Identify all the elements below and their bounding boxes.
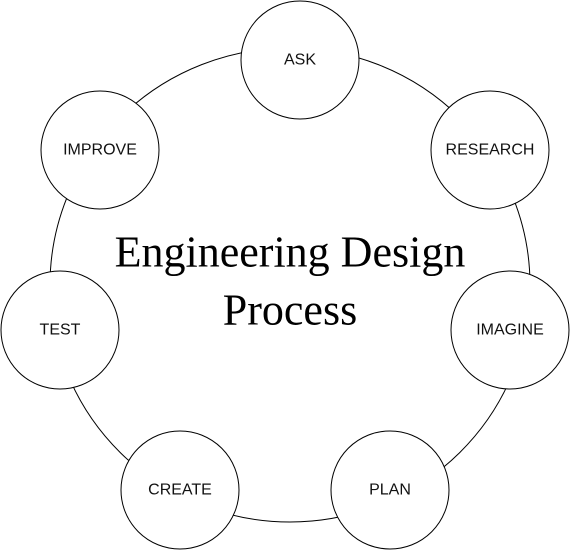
step-imagine-circle — [450, 270, 570, 390]
diagram-title-line-1: Engineering Design — [115, 228, 466, 277]
step-plan-label: PLAN — [369, 482, 411, 499]
step-test: TEST — [0, 270, 120, 390]
step-create-label: CREATE — [148, 482, 212, 499]
step-create-circle — [120, 430, 240, 550]
step-improve-label: IMPROVE — [63, 142, 137, 159]
step-research-label: RESEARCH — [446, 142, 535, 159]
step-test-label: TEST — [40, 322, 81, 339]
step-imagine: IMAGINE — [450, 270, 570, 390]
step-test-circle — [0, 270, 120, 390]
step-imagine-label: IMAGINE — [476, 322, 544, 339]
step-plan-circle — [330, 430, 450, 550]
step-ask-label: ASK — [284, 52, 316, 69]
step-create: CREATE — [120, 430, 240, 550]
diagram-title-line-2: Process — [223, 286, 357, 335]
step-improve: IMPROVE — [40, 90, 160, 210]
step-research-circle — [430, 90, 550, 210]
step-improve-circle — [40, 90, 160, 210]
step-research: RESEARCH — [430, 90, 550, 210]
step-plan: PLAN — [330, 430, 450, 550]
step-ask-circle — [240, 0, 360, 120]
step-ask: ASK — [240, 0, 360, 120]
